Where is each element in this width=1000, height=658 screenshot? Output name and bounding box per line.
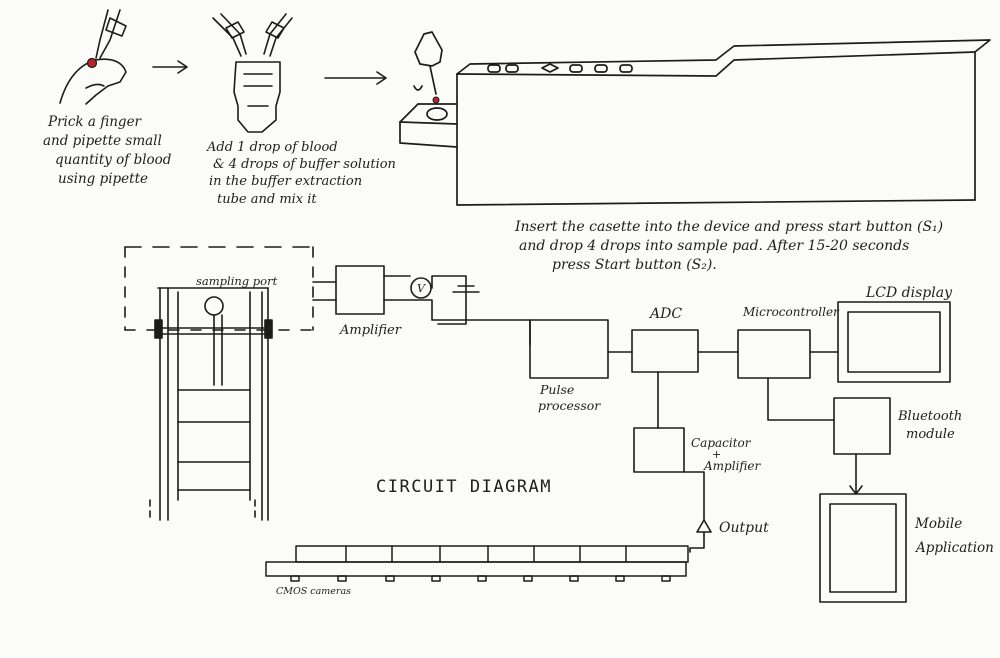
- arrow-icon: [324, 71, 387, 85]
- step1-line: Prick a finger: [47, 114, 143, 130]
- step2-line: Add 1 drop of blood: [206, 140, 338, 155]
- sampling-port-label: sampling port: [196, 274, 278, 288]
- step2-line: tube and mix it: [217, 192, 317, 207]
- pulse-processor-block: [529, 319, 609, 379]
- test-device-illustration: [399, 31, 991, 206]
- bluetooth-label: module: [906, 427, 955, 442]
- step3-line: Insert the casette into the device and p…: [514, 219, 943, 235]
- bluetooth-label: Bluetooth: [897, 409, 962, 424]
- step1-line: quantity of blood: [55, 152, 172, 168]
- mobile-device-block: [819, 493, 907, 603]
- extraction-tube-illustration: [212, 13, 293, 133]
- finger-pipette-illustration: [59, 9, 127, 105]
- capacitor-label: +: [712, 448, 721, 461]
- adc-label: ADC: [648, 306, 682, 322]
- capacitor-label: Capacitor: [691, 436, 752, 450]
- voltmeter-icon: V: [410, 277, 432, 299]
- step3-caption: Insert the casette into the device and p…: [514, 219, 943, 273]
- step1-line: using pipette: [58, 171, 148, 187]
- output-label: Output: [719, 520, 769, 536]
- pulse-processor-label: processor: [538, 398, 601, 413]
- step2-line: & 4 drops of buffer solution: [213, 157, 396, 172]
- signal-chain-blocks: [529, 301, 951, 603]
- capacitor-label: Amplifier: [703, 459, 762, 473]
- step2-caption: Add 1 drop of blood & 4 drops of buffer …: [206, 140, 396, 207]
- sampling-port-assembly: [124, 246, 314, 521]
- adc-block: [631, 329, 699, 373]
- step2-line: in the buffer extraction: [209, 174, 362, 189]
- microcontroller-block: [737, 329, 811, 379]
- step3-line: press Start button (S₂).: [552, 257, 717, 273]
- capacitor-amplifier-block: [633, 427, 685, 473]
- amplifier-label: Amplifier: [339, 323, 402, 338]
- lcd-display-block: [837, 301, 951, 383]
- cmos-camera-strip: [265, 545, 689, 582]
- step3-line: and drop 4 drops into sample pad. After …: [519, 238, 909, 254]
- arrow-icon: [152, 60, 188, 74]
- mobile-label: Mobile: [914, 516, 962, 532]
- microcontroller-label: Microcontroller: [742, 305, 840, 319]
- cmos-label: CMOS cameras: [276, 586, 351, 597]
- diagram-title: CIRCUIT DIAGRAM: [376, 477, 552, 497]
- step1-caption: Prick a finger and pipette small quantit…: [43, 114, 172, 187]
- step1-line: and pipette small: [43, 133, 162, 149]
- lcd-display-label: LCD display: [865, 285, 953, 301]
- bluetooth-module-block: [833, 397, 891, 455]
- voltmeter-label: V: [417, 282, 426, 295]
- blood-drop-icon: [86, 57, 98, 69]
- pulse-processor-label: Pulse: [539, 382, 574, 397]
- mobile-label: Application: [914, 540, 994, 556]
